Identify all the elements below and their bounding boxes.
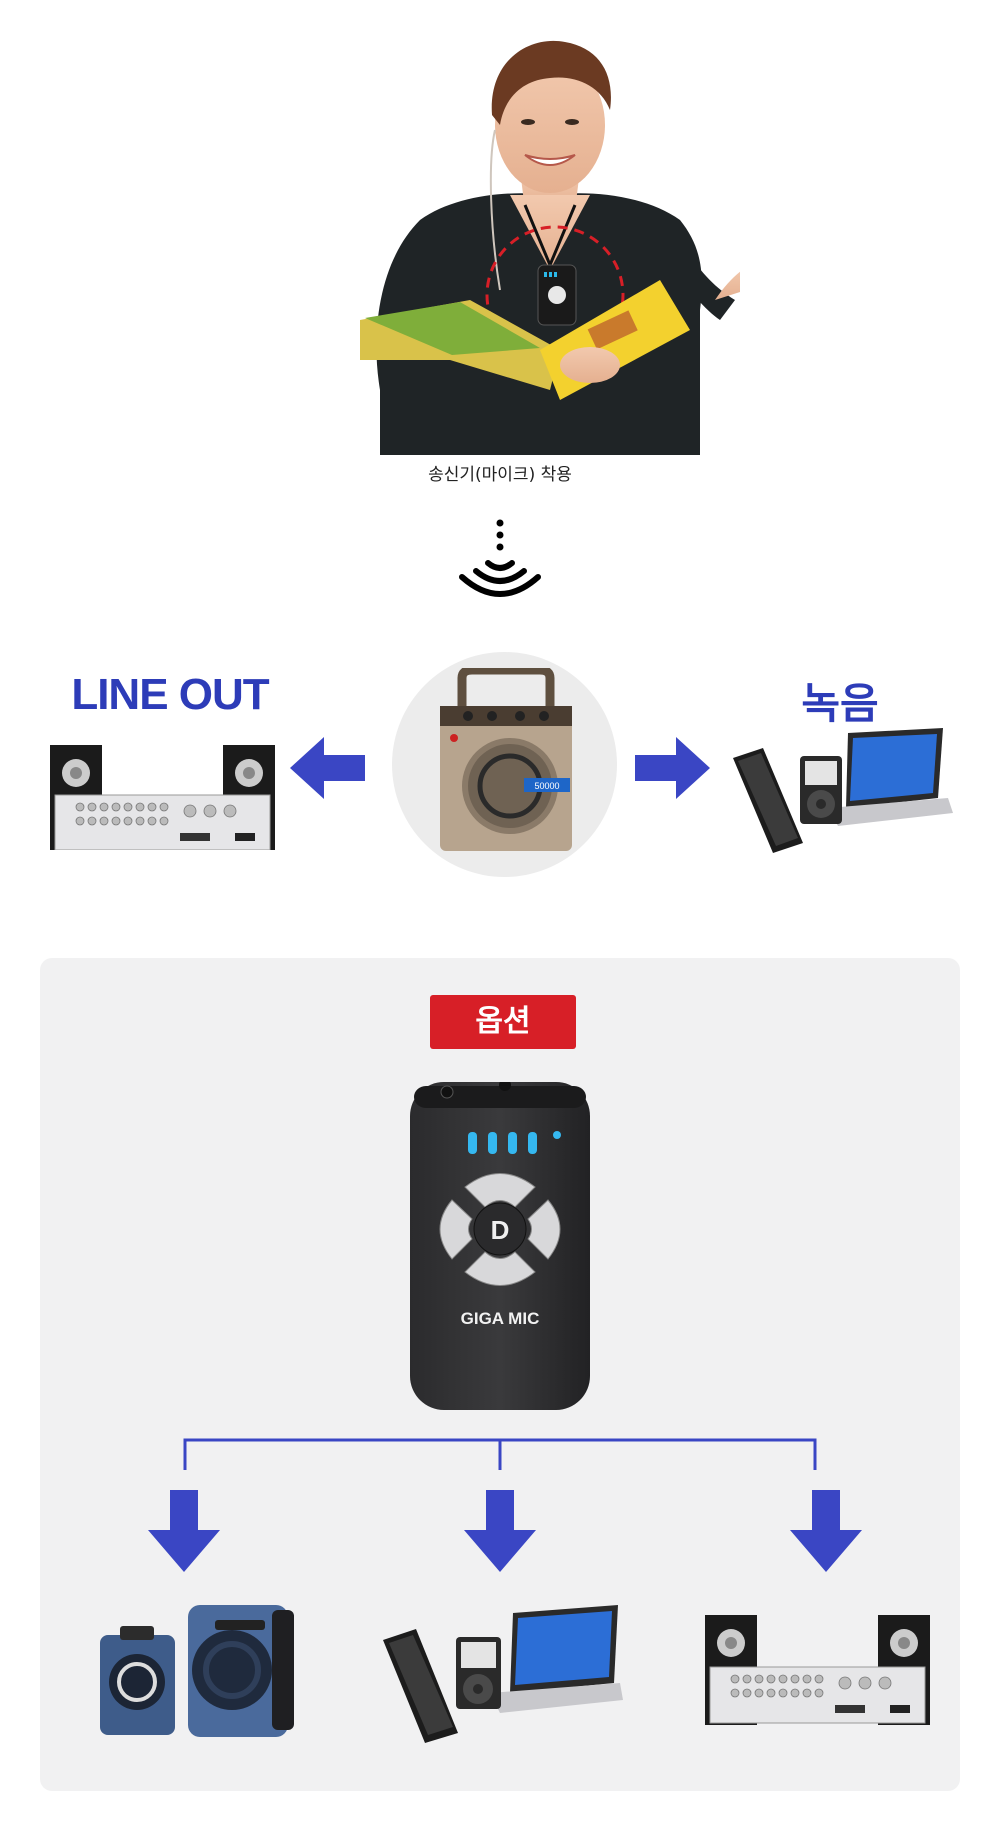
presenter-photo	[360, 40, 740, 455]
amplifier-speakers-image	[50, 745, 275, 850]
branch-connector	[183, 1438, 817, 1470]
mic-brand-label: GIGA MIC	[461, 1309, 540, 1328]
wireless-signal-icon	[459, 519, 541, 597]
recording-devices-image	[383, 1605, 623, 1743]
option-badge: 옵션	[430, 995, 576, 1049]
line-out-label: LINE OUT	[71, 670, 269, 719]
recording-devices-image	[733, 728, 953, 853]
caption-text: 송신기(마이크) 착용	[428, 465, 572, 485]
portable-speaker-image: 50000	[440, 668, 572, 851]
arrow-down-icon	[790, 1490, 862, 1572]
mic-center-button-label: D	[491, 1215, 510, 1245]
arrow-left-icon	[290, 737, 365, 799]
speaker-display-text: 50000	[534, 781, 559, 791]
amplifier-speakers-image	[705, 1615, 930, 1725]
arrow-right-icon	[635, 737, 710, 799]
record-label: 녹음	[801, 679, 879, 728]
portable-speakers-image	[100, 1605, 294, 1737]
arrow-down-icon	[464, 1490, 536, 1572]
arrow-down-icon	[148, 1490, 220, 1572]
wireless-mic-transmitter-image: D GIGA MIC	[410, 1082, 590, 1410]
